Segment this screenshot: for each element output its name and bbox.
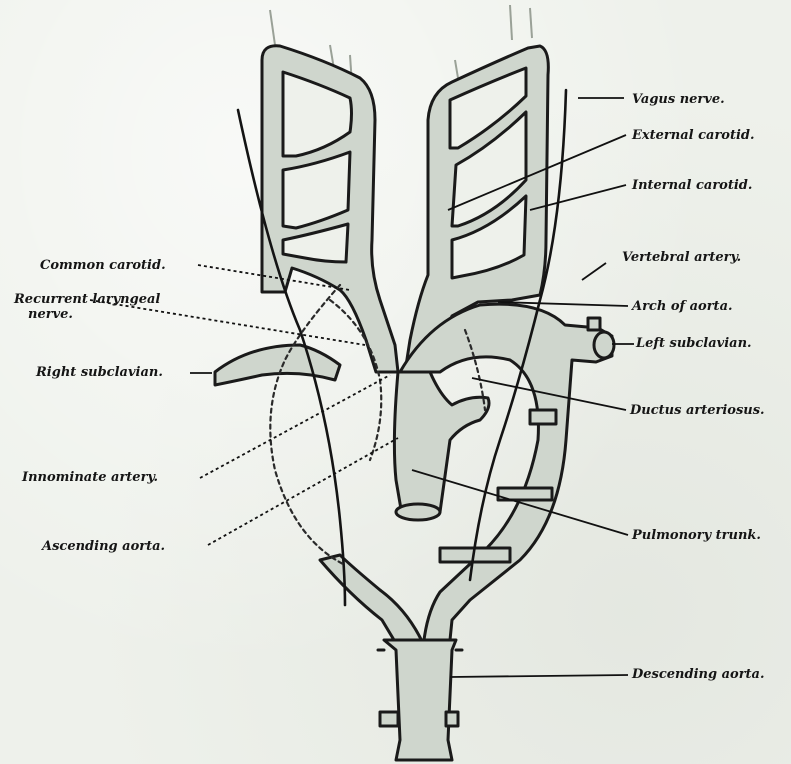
label-recurrent-laryngeal-line2: nerve.	[28, 308, 73, 322]
right-subclavian-vessel	[215, 345, 426, 650]
label-ductus-arteriosus: Ductus arteriosus.	[630, 404, 765, 418]
ascending-aorta-vessel	[394, 372, 489, 520]
descending-trunk	[378, 640, 462, 760]
label-pulmonary-trunk: Pulmonory trunk.	[632, 529, 761, 543]
label-internal-carotid: Internal carotid.	[632, 179, 752, 193]
label-external-carotid: External carotid.	[632, 129, 755, 143]
label-vagus-nerve: Vagus nerve.	[632, 93, 725, 107]
label-ascending-aorta: Ascending aorta.	[42, 540, 165, 554]
label-descending-aorta: Descending aorta.	[632, 668, 765, 682]
right-carotid-loops	[262, 46, 398, 372]
label-left-subclavian: Left subclavian.	[636, 337, 752, 351]
label-vertebral-artery: Vertebral artery.	[622, 251, 741, 265]
label-arch-of-aorta: Arch of aorta.	[632, 300, 733, 314]
label-common-carotid: Common carotid.	[40, 259, 166, 273]
label-innominate-artery: Innominate artery.	[22, 471, 158, 485]
label-recurrent-laryngeal-line1: Recurrent laryngeal	[14, 293, 160, 307]
label-right-subclavian: Right subclavian.	[36, 366, 163, 380]
